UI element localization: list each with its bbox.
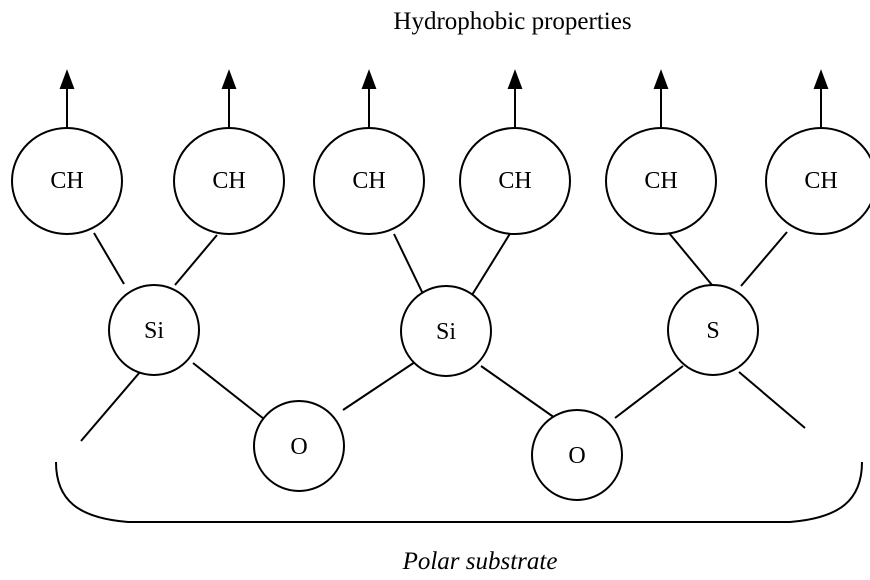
bond-si2-o2 — [480, 365, 556, 419]
bond-si1-o1 — [192, 362, 265, 420]
arrow-head-5 — [653, 69, 669, 89]
bond-ch6-si3 — [740, 231, 788, 287]
o-label-1: O — [290, 434, 307, 460]
bond-ch5-si3 — [668, 232, 713, 286]
si-label-1: Si — [144, 318, 164, 344]
title-hydrophobic-properties: Hydrophobic properties — [393, 8, 632, 35]
si-circle-1 — [108, 284, 200, 376]
bond-ch4-si2 — [471, 231, 512, 296]
si-label-3: S — [706, 318, 719, 344]
arrow-head-4 — [507, 69, 523, 89]
ch-circle-6 — [765, 127, 870, 235]
arrow-head-3 — [361, 69, 377, 89]
bond-si3-right — [738, 371, 806, 429]
bond-ch2-si1 — [174, 234, 218, 286]
bond-si1-left — [80, 371, 141, 442]
bond-o2-si3 — [614, 365, 684, 419]
polar-substrate-label: Polar substrate — [402, 548, 558, 575]
arrow-head-6 — [813, 69, 829, 89]
si-circle-3 — [667, 284, 759, 376]
ch-circle-5 — [605, 127, 717, 235]
ch-label-3: CH — [352, 168, 385, 194]
substrate-brace — [55, 461, 863, 523]
ch-groups — [11, 127, 870, 235]
bond-o1-si2 — [342, 361, 416, 411]
ch-label-5: CH — [644, 168, 677, 194]
ch-label-1: CH — [50, 168, 83, 194]
bond-ch1-si1 — [93, 232, 125, 285]
arrow-head-2 — [221, 69, 237, 89]
o-circle-1 — [253, 400, 345, 492]
arrow-head-1 — [59, 69, 75, 89]
o-label-2: O — [568, 443, 585, 469]
arrows — [59, 69, 829, 128]
bond-ch3-si2 — [393, 233, 425, 297]
ch-label-6: CH — [804, 168, 837, 194]
ch-circle-4 — [459, 127, 571, 235]
ch-label-2: CH — [212, 168, 245, 194]
bonds — [80, 231, 806, 442]
ch-circle-2 — [173, 127, 285, 235]
ch-circle-3 — [313, 127, 425, 235]
atom-circles — [108, 284, 759, 501]
si-label-2: Si — [436, 319, 456, 345]
ch-circle-1 — [11, 127, 123, 235]
ch-label-4: CH — [498, 168, 531, 194]
labels: CH CH CH CH CH CH Si Si S O O — [50, 168, 837, 469]
o-circle-2 — [531, 409, 623, 501]
si-circle-2 — [400, 285, 492, 377]
